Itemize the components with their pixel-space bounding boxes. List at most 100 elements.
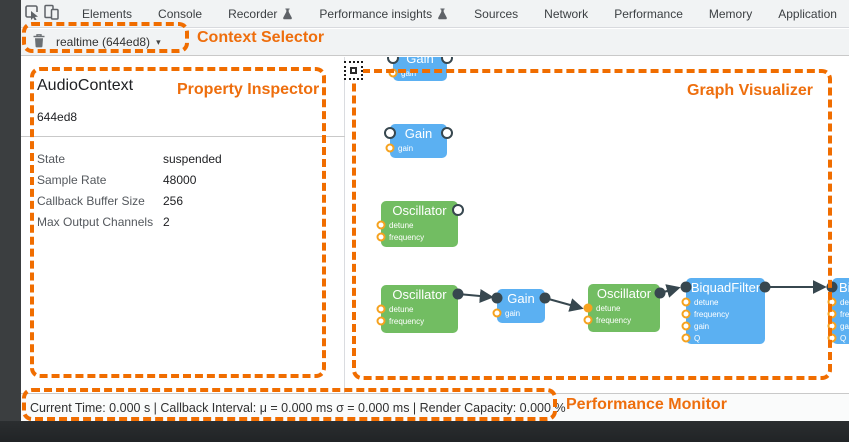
device-toolbar-button[interactable] [43, 2, 59, 26]
param-port-detune [827, 297, 837, 307]
param-port-gain [385, 143, 395, 153]
param-port-gain [492, 308, 502, 318]
param-label: detune [840, 298, 849, 307]
param-label: gain [401, 69, 416, 78]
tab-performance[interactable]: Performance [601, 0, 696, 27]
tab-console[interactable]: Console [145, 0, 215, 27]
param-port-detune [681, 297, 691, 307]
port-open [441, 57, 453, 64]
port-open [441, 127, 453, 139]
port-connected [491, 292, 503, 304]
graph-edge [457, 289, 494, 303]
graph-node-gain-3[interactable]: Gain gain [491, 289, 551, 323]
param-label: gain [505, 309, 520, 318]
selection-handle-icon [344, 61, 363, 80]
param-label: Q [694, 334, 700, 343]
param-label: frequency [389, 317, 424, 326]
param-label: frequency [694, 310, 729, 319]
property-value: 256 [163, 193, 184, 208]
graph-edge [544, 297, 584, 312]
tab-memory[interactable]: Memory [696, 0, 765, 27]
param-port-q [681, 333, 691, 343]
experiment-flask-icon [437, 8, 448, 20]
performance-status-bar: Current Time: 0.000 s | Callback Interva… [21, 393, 849, 421]
param-label: frequency [840, 310, 849, 319]
context-id: 644ed8 [37, 110, 78, 124]
node-title: Gain [405, 126, 432, 141]
tab-sources[interactable]: Sources [461, 0, 531, 27]
param-label: detune [389, 221, 414, 230]
param-label: detune [389, 305, 414, 314]
device-toolbar-icon [43, 4, 59, 23]
property-label: State [37, 151, 66, 166]
tab-label: Network [544, 6, 589, 21]
webaudio-toolbar: realtime (644ed8) ▾ [21, 29, 849, 56]
param-label: gain [398, 144, 413, 153]
param-label: detune [596, 304, 621, 313]
devtools-tab-bar: Elements Console Recorder Performance insig… [21, 0, 849, 28]
node-title: BiquadFilter [691, 280, 761, 295]
port-open [384, 127, 396, 139]
audio-graph: GaingainGaingainOscillatordetunefrequenc… [376, 57, 849, 344]
inspect-icon [24, 4, 40, 23]
inspect-element-button[interactable] [24, 2, 40, 26]
inspector-divider [21, 136, 345, 137]
param-port-frequency [376, 232, 386, 242]
node-title: Oscillator [392, 203, 447, 218]
node-title: Oscillator [597, 286, 652, 301]
property-label: Callback Buffer Size [37, 193, 145, 208]
devtools-window: Elements Console Recorder Performance insig… [21, 0, 849, 421]
context-selector-value: realtime (644ed8) [56, 35, 151, 49]
param-port-frequency [681, 309, 691, 319]
performance-status-text: Current Time: 0.000 s | Callback Interva… [30, 400, 566, 415]
tab-label: Application [778, 6, 837, 21]
tab-label: Memory [708, 6, 753, 21]
trash-icon [32, 33, 46, 51]
param-port-gain [827, 321, 837, 331]
tab-recorder[interactable]: Recorder [215, 0, 306, 27]
port-connected [680, 281, 692, 293]
tab-label: Recorder [228, 6, 278, 21]
graph-node-oscillator-2[interactable]: Oscillator detune frequency [376, 285, 464, 333]
tab-performance-insights[interactable]: Performance insights [306, 0, 461, 27]
tab-label: Elements [82, 6, 133, 21]
property-value: suspended [163, 151, 222, 166]
param-port-detune [376, 304, 386, 314]
tab-label: Performance [614, 6, 683, 21]
property-label: Sample Rate [37, 172, 107, 187]
param-label: detune [694, 298, 719, 307]
port-connected [539, 292, 551, 304]
context-selector-dropdown[interactable]: realtime (644ed8) ▾ [56, 35, 161, 49]
param-label: gain [840, 322, 849, 331]
param-port-detune [376, 220, 386, 230]
port-connected [452, 288, 464, 300]
chevron-down-icon: ▾ [156, 36, 161, 47]
param-port-frequency [827, 309, 837, 319]
param-port-gain [388, 68, 398, 78]
delete-context-button[interactable] [32, 33, 46, 51]
tab-network[interactable]: Network [531, 0, 601, 27]
node-title: Oscillator [392, 287, 447, 302]
property-row: Callback Buffer Size 256 [37, 190, 344, 211]
graph-node-gain-2[interactable]: Gain gain [384, 124, 453, 158]
param-port-q [827, 333, 837, 343]
port-connected [654, 287, 666, 299]
tab-elements[interactable]: Elements [69, 0, 145, 27]
param-label: gain [694, 322, 709, 331]
node-title: Gain [507, 291, 534, 306]
tab-application[interactable]: Application [765, 0, 849, 27]
param-port-detune [583, 303, 593, 313]
port-connected [826, 281, 838, 293]
param-port-gain [681, 321, 691, 331]
port-open [452, 204, 464, 216]
tab-label: Sources [474, 6, 519, 21]
